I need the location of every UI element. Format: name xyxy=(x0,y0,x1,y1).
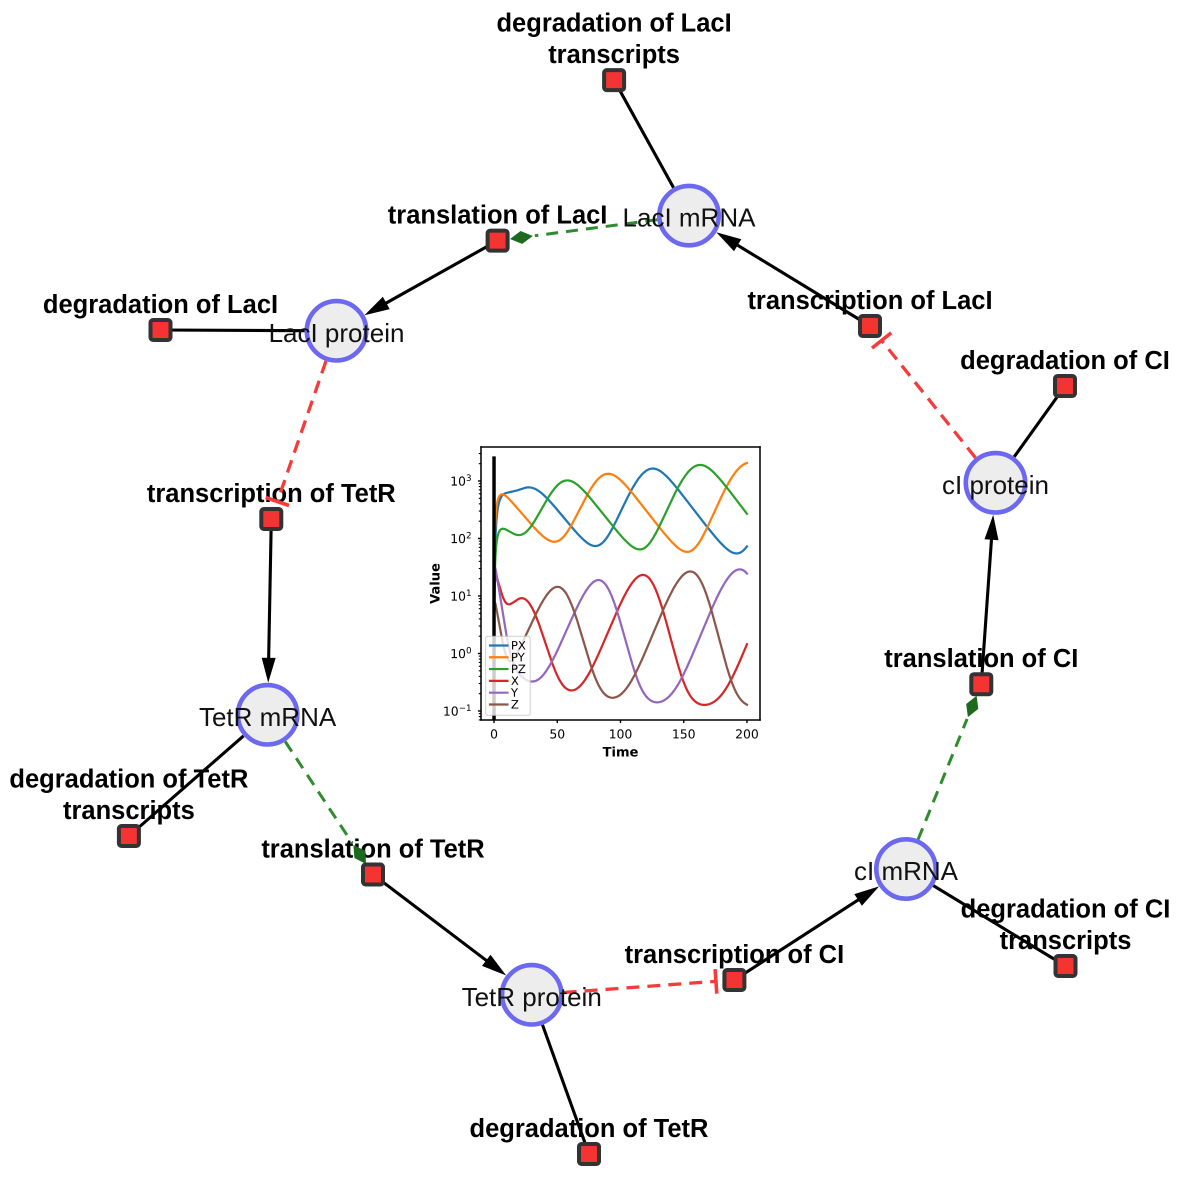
svg-text:cI mRNA: cI mRNA xyxy=(854,856,959,886)
svg-text:transcripts: transcripts xyxy=(63,797,195,825)
svg-text:degradation of TetR: degradation of TetR xyxy=(470,1115,709,1143)
svg-text:transcripts: transcripts xyxy=(1000,927,1132,955)
svg-text:degradation of CI: degradation of CI xyxy=(960,347,1170,375)
svg-text:transcription of LacI: transcription of LacI xyxy=(747,287,992,315)
svg-text:LacI protein: LacI protein xyxy=(269,318,405,348)
svg-text:degradation of TetR: degradation of TetR xyxy=(9,766,248,794)
svg-text:LacI mRNA: LacI mRNA xyxy=(623,203,757,233)
svg-text:translation of LacI: translation of LacI xyxy=(388,202,608,230)
svg-text:transcription of TetR: transcription of TetR xyxy=(147,480,396,508)
svg-text:cI protein: cI protein xyxy=(942,470,1049,500)
svg-text:degradation of CI: degradation of CI xyxy=(961,896,1171,924)
svg-text:degradation of LacI: degradation of LacI xyxy=(496,10,731,38)
svg-text:TetR mRNA: TetR mRNA xyxy=(199,702,337,732)
svg-text:TetR protein: TetR protein xyxy=(462,982,602,1012)
svg-text:translation of TetR: translation of TetR xyxy=(261,836,484,864)
svg-text:degradation of LacI: degradation of LacI xyxy=(43,291,278,319)
svg-text:transcription of CI: transcription of CI xyxy=(625,941,845,969)
svg-text:transcripts: transcripts xyxy=(548,41,680,69)
